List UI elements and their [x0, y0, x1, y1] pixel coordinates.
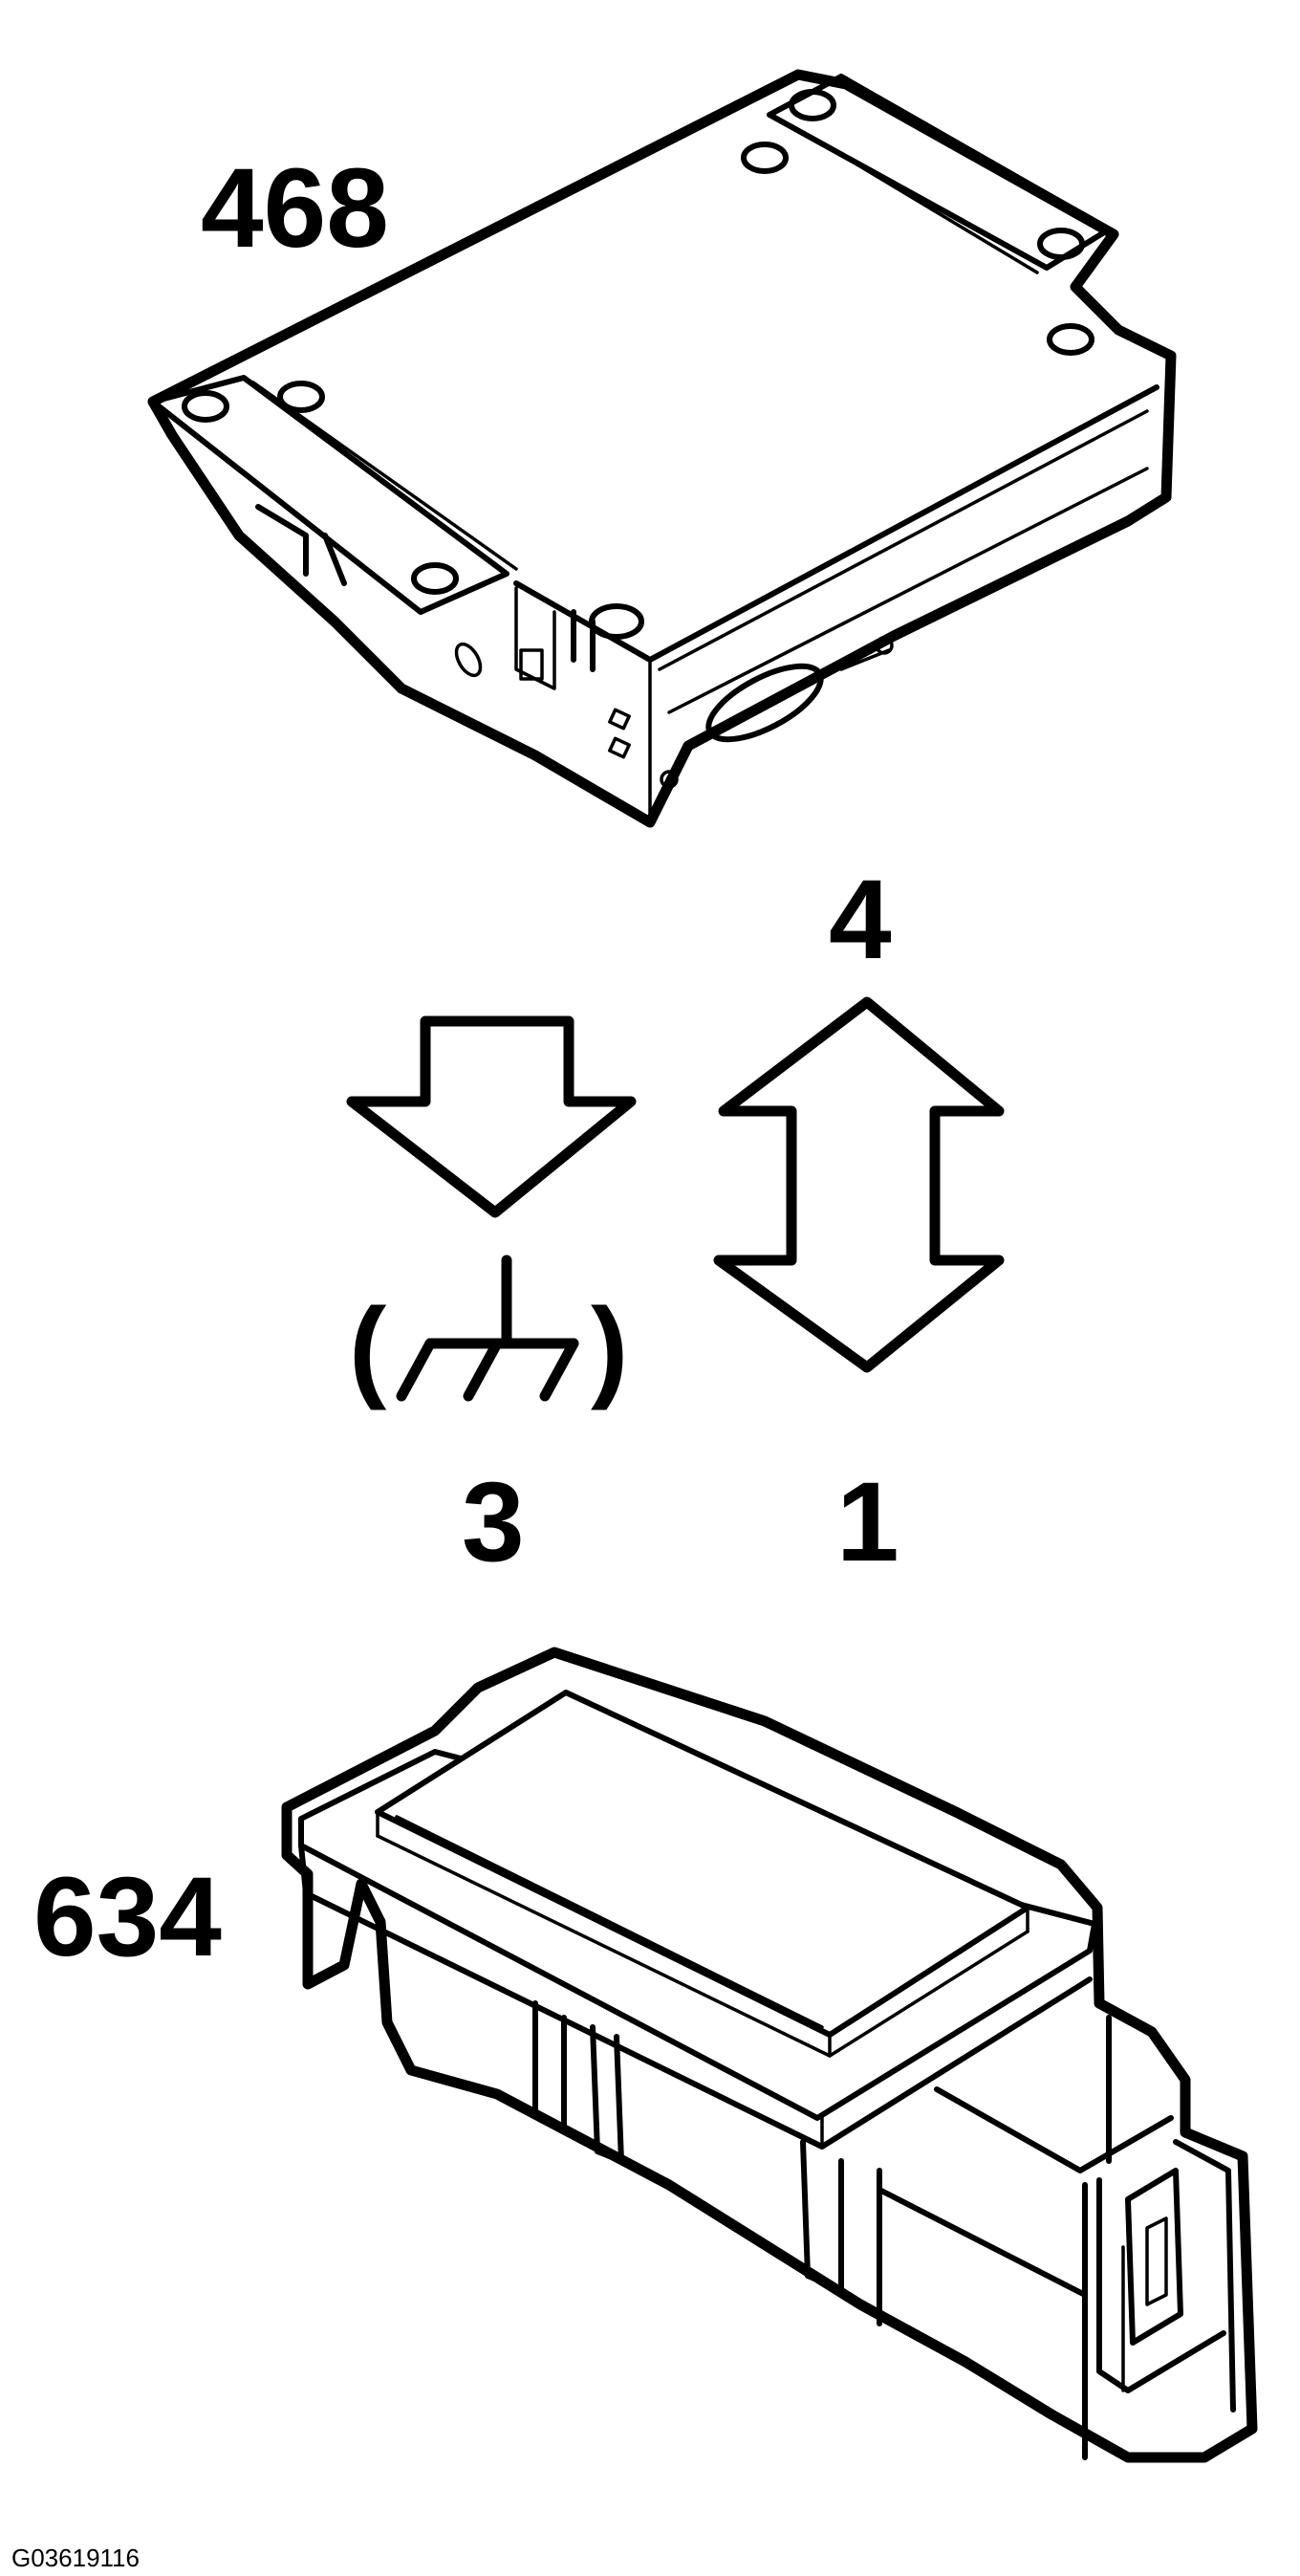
ground-close-paren: ) [591, 1285, 628, 1411]
component-634-label: 634 [33, 1854, 222, 1980]
pin-3-label: 3 [462, 1459, 525, 1585]
ground-open-paren: ( [349, 1285, 387, 1411]
pin-1-label: 1 [836, 1459, 899, 1585]
figure-code: G03619116 [11, 2543, 140, 2572]
module-468-illustration [147, 69, 1177, 828]
connector-634-illustration [281, 1647, 1258, 2463]
down-arrow-icon [346, 1015, 637, 1218]
ground-symbol-icon [396, 1255, 579, 1402]
up-down-arrow-icon [713, 996, 1005, 1373]
component-468-label: 468 [201, 145, 389, 272]
pin-4-label: 4 [829, 857, 892, 983]
